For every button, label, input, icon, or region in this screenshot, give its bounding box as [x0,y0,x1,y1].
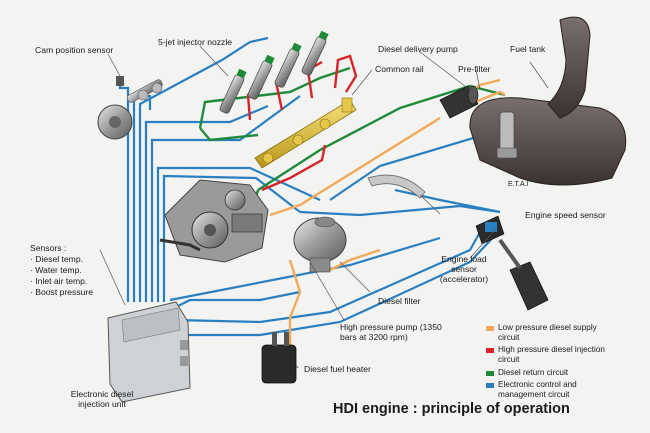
engine-speed-sensor-label: Engine speed sensor [525,210,606,220]
sensor-item: · Water temp. [30,265,82,275]
legend-label: Diesel return circuit [498,368,569,377]
fuel-tank [469,16,627,186]
diesel-filter [293,216,347,273]
high-pressure-pump-label: High pressure pump (1350 bars at 3200 rp… [340,322,442,342]
diesel-filter-label: Diesel filter [378,296,421,306]
pre-filter [439,85,479,119]
cam-position-assembly [97,76,163,140]
legend-item-electronic: Electronic control and management circui… [486,380,618,399]
legend-label: High pressure diesel injection circuit [498,345,605,364]
diagram-title: HDI engine : principle of operation [333,401,570,417]
leader-lines [99,45,549,369]
sensors-heading: Sensors : [30,243,67,253]
fuel-tank-label: Fuel tank [510,44,546,54]
sensor-item: · Boost pressure [30,287,94,297]
legend-label: Low pressure diesel supply circuit [498,323,597,342]
cam-position-sensor-label: Cam position sensor [35,45,114,55]
diesel-fuel-heater-label: Diesel fuel heater [304,364,371,374]
legend-swatch [486,383,494,388]
legend-item-return: Diesel return circuit [486,368,618,378]
accelerator-pedal [475,215,549,311]
sensor-item: · Diesel temp. [30,254,84,264]
sensor-item: · Inlet air temp. [30,276,88,286]
engine-block [159,179,269,263]
sensors-list: Sensors : · Diesel temp. · Water temp. ·… [30,243,93,298]
injector-nozzles [219,30,329,114]
ecu-label: Electronic diesel injection unit [70,389,134,409]
legend-item-low-pressure: Low pressure diesel supply circuit [486,323,608,342]
common-rail-label: Common rail [375,64,424,74]
legend-swatch [486,371,494,376]
diesel-delivery-pump-label: Diesel delivery pump [378,44,458,54]
injector-nozzle-label: 5-jet injector nozzle [158,37,233,47]
engine-load-sensor-label: Engine load sensor (accelerator) [439,254,489,284]
pre-filter-label: Pre-filter [458,64,491,74]
etai-label: E.T.A.I [508,181,529,188]
electronic-diesel-injection-unit [107,301,191,403]
common-rail [254,97,357,169]
diesel-fuel-heater [261,332,297,384]
legend-item-high-pressure: High pressure diesel injection circuit [486,345,608,364]
legend-label: Electronic control and management circui… [498,380,577,399]
legend-swatch [486,326,494,331]
flywheel-segment [367,174,426,199]
legend-swatch [486,348,494,353]
